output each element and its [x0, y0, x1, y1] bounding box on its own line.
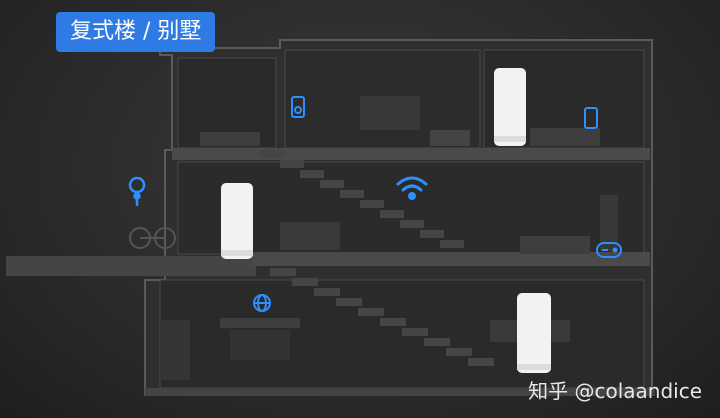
top-floor [172, 49, 650, 160]
music-player-icon [291, 96, 305, 118]
gamepad-icon [596, 242, 622, 258]
staircase-lower [270, 268, 494, 366]
location-pin-icon [128, 176, 146, 207]
middle-floor [6, 161, 650, 276]
phone-icon [584, 107, 598, 129]
router-node-top [494, 68, 526, 146]
page-title: 复式楼 / 别墅 [56, 12, 216, 52]
router-node-middle [221, 183, 253, 259]
globe-icon [253, 294, 271, 312]
router-node-bottom [517, 293, 551, 373]
watermark: 知乎 @colaandice [528, 379, 702, 403]
staircase-upper [260, 150, 464, 248]
wifi-icon [396, 176, 428, 200]
